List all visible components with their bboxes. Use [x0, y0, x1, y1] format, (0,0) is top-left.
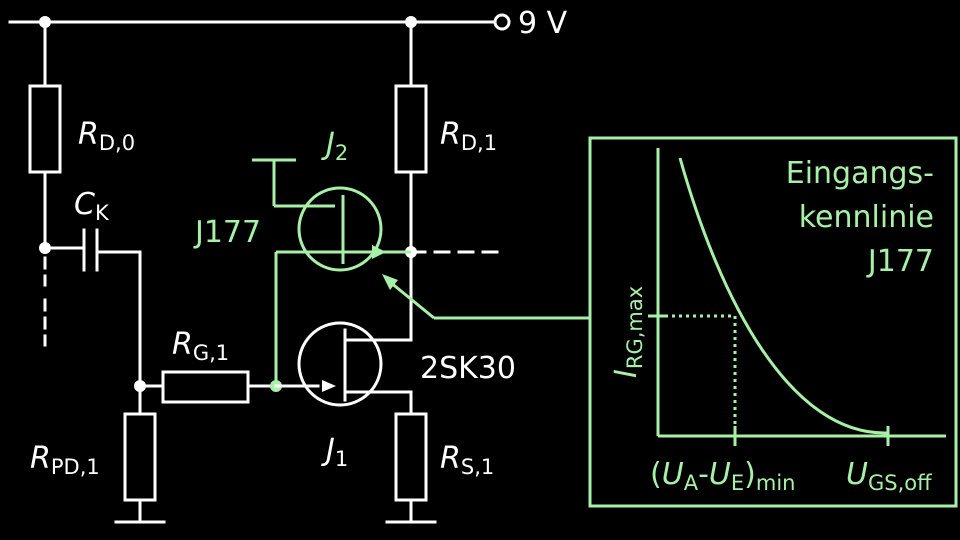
supply-terminal [493, 13, 511, 31]
inset-title-line-1: Eingangs- [786, 156, 934, 191]
supply-rail: 9 V [8, 6, 568, 41]
callout-pointer [382, 274, 590, 320]
transistor-j1: J1 2SK30 [274, 321, 516, 471]
characteristic-curve [678, 157, 889, 435]
ck-label: CK [74, 187, 110, 225]
j1-label: J1 [321, 433, 348, 471]
inset-y-label: IRG,max [609, 286, 647, 378]
resistor-rs1: RS,1 [385, 412, 494, 524]
resistor-rd1: RD,1 [394, 20, 502, 342]
resistor-rg1: RG,1 [134, 327, 277, 404]
rpd1-label: RPD,1 [30, 441, 100, 479]
inset-x-label-right: UGS,off [846, 457, 932, 495]
rg1-label: RG,1 [172, 327, 229, 365]
inset-title-line-2: kennlinie [799, 200, 934, 235]
resistor-rpd1: RPD,1 [30, 384, 166, 524]
inset-characteristic: Eingangs- kennlinie J177 IRG,max (UA-UE)… [588, 136, 958, 508]
capacitor-ck: CK [43, 187, 142, 388]
rd1-label: RD,1 [440, 117, 497, 155]
supply-label: 9 V [518, 6, 568, 41]
resistor-rd0: RD,0 [28, 20, 135, 347]
inset-title-line-3: J177 [866, 244, 934, 279]
j2-part-label: J177 [193, 215, 261, 250]
j2-label: J2 [321, 127, 348, 165]
rd0-label: RD,0 [78, 117, 135, 155]
j1-part-label: 2SK30 [420, 351, 516, 386]
rs1-label: RS,1 [440, 441, 494, 479]
inset-x-label-left: (UA-UE)min [650, 457, 795, 495]
